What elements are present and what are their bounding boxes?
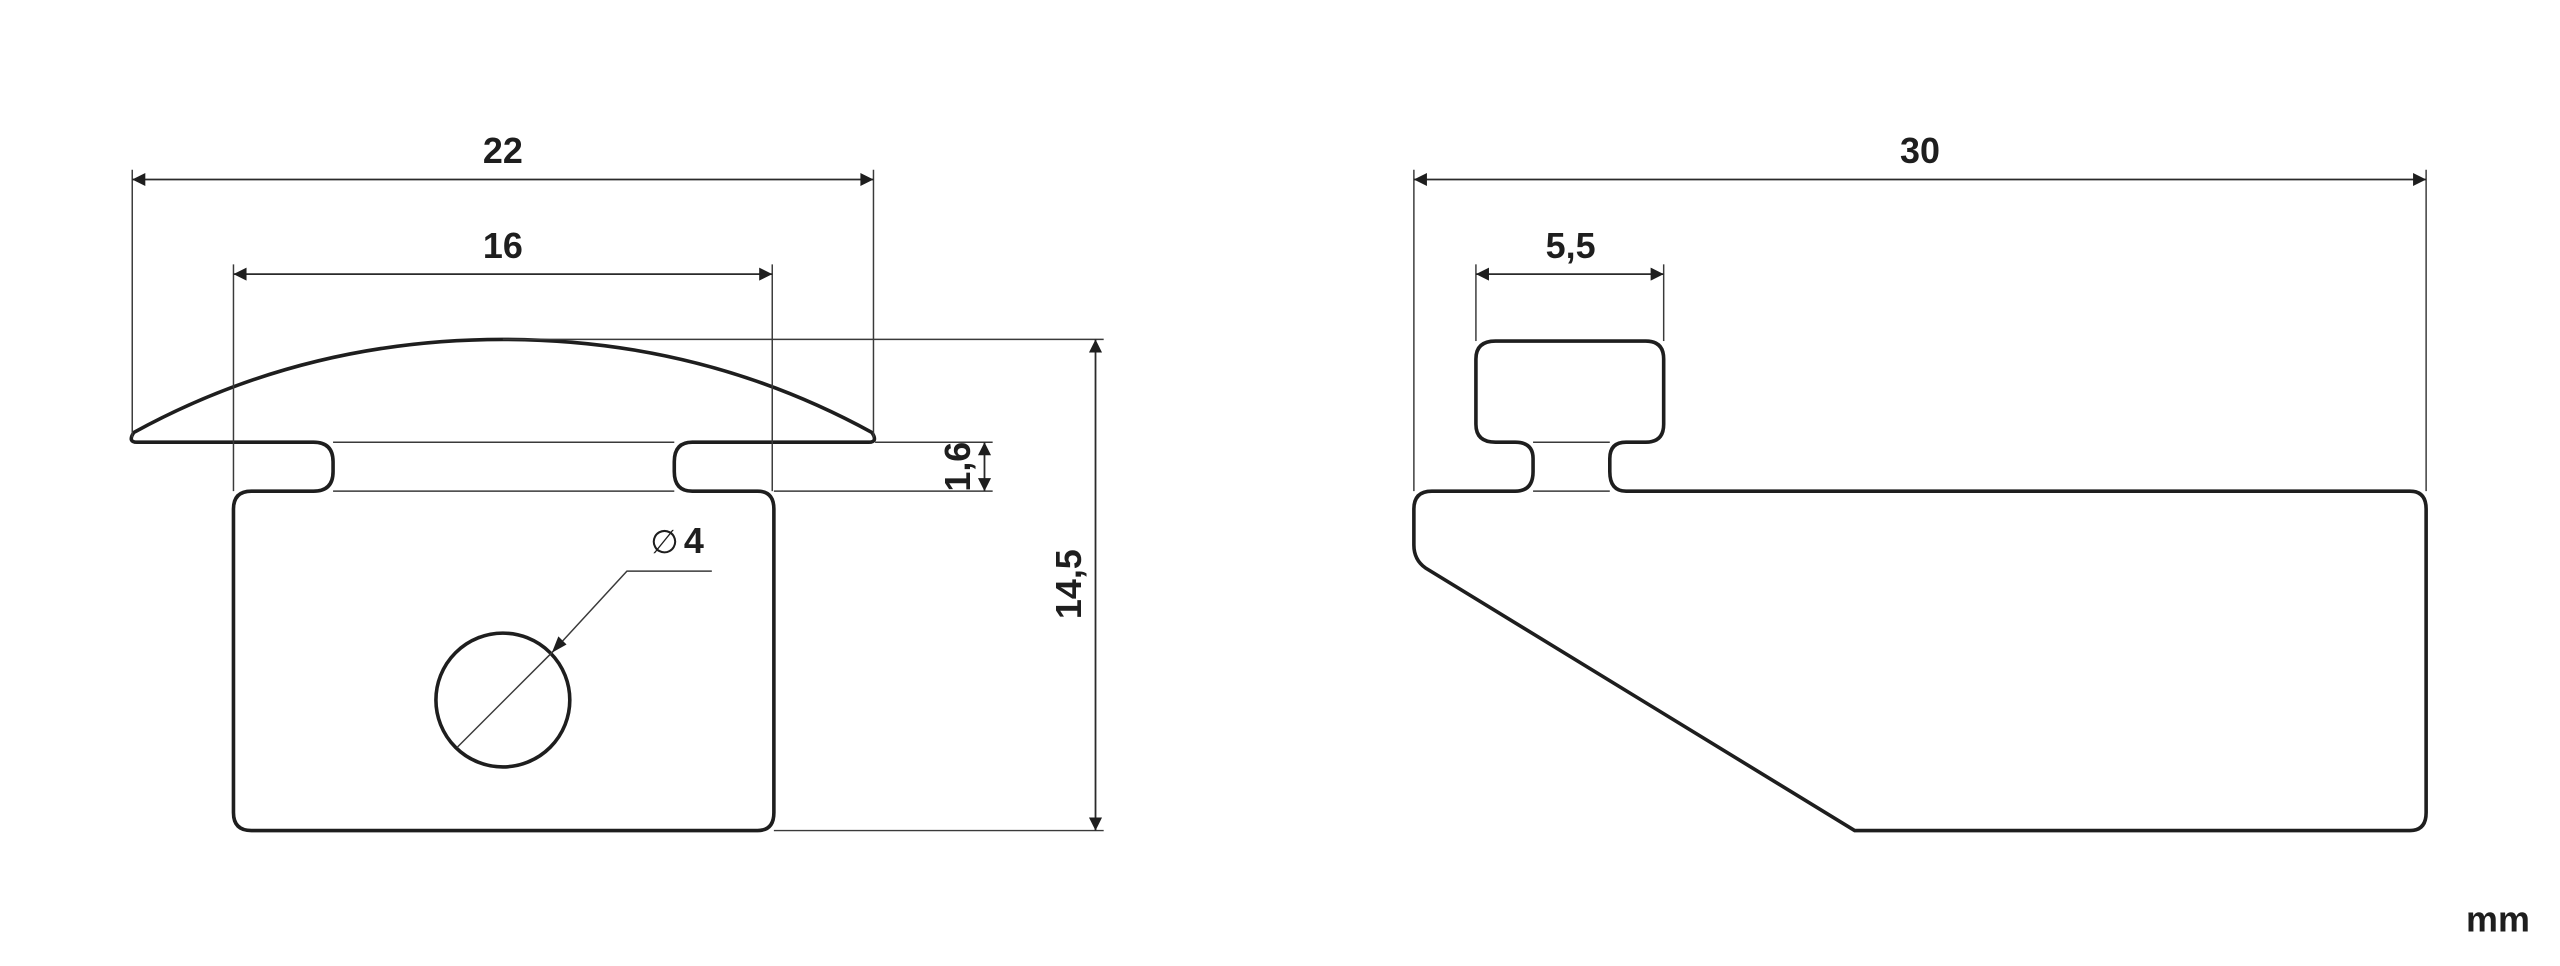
dim-16-arrow-left	[233, 267, 247, 281]
dim-14-5-label: 14,5	[1049, 549, 1089, 619]
front-view: 22 16 1,6 14,5 ∅ 4	[129, 131, 1104, 833]
diameter-line	[456, 652, 553, 748]
dim-16-label: 16	[483, 226, 523, 266]
dim-22-arrow-left	[132, 172, 146, 187]
dim-5-5-arrow-left	[1475, 267, 1489, 281]
hole	[434, 631, 572, 769]
cap-outline	[129, 337, 877, 833]
dim-30-label: 30	[1900, 131, 1940, 171]
diameter-leader	[551, 570, 712, 654]
dim-16-arrow-right	[759, 267, 773, 281]
dim-5-5-label: 5,5	[1546, 226, 1596, 266]
dim-22-label: 22	[483, 131, 523, 171]
dim-14-5-arrow-bottom	[1088, 817, 1103, 831]
diameter-arrow	[551, 636, 567, 653]
dim-30-arrow-left	[1413, 172, 1427, 187]
dim-22-arrow-right	[860, 172, 874, 187]
dim-5-5-arrow-right	[1650, 267, 1664, 281]
dim-1-6-arrow-bottom	[977, 478, 992, 492]
dim-1-6-label: 1,6	[938, 442, 978, 492]
diameter-symbol: ∅	[650, 523, 678, 561]
dim-14-5-arrow-top	[1088, 339, 1103, 353]
top-block-outline	[1412, 339, 2428, 833]
side-view: 30 5,5	[1412, 131, 2428, 833]
diameter-label: 4	[684, 521, 704, 561]
unit-label: mm	[2466, 900, 2530, 940]
dim-1-6-arrow-top	[977, 442, 992, 456]
dim-30-arrow-right	[2413, 172, 2427, 187]
